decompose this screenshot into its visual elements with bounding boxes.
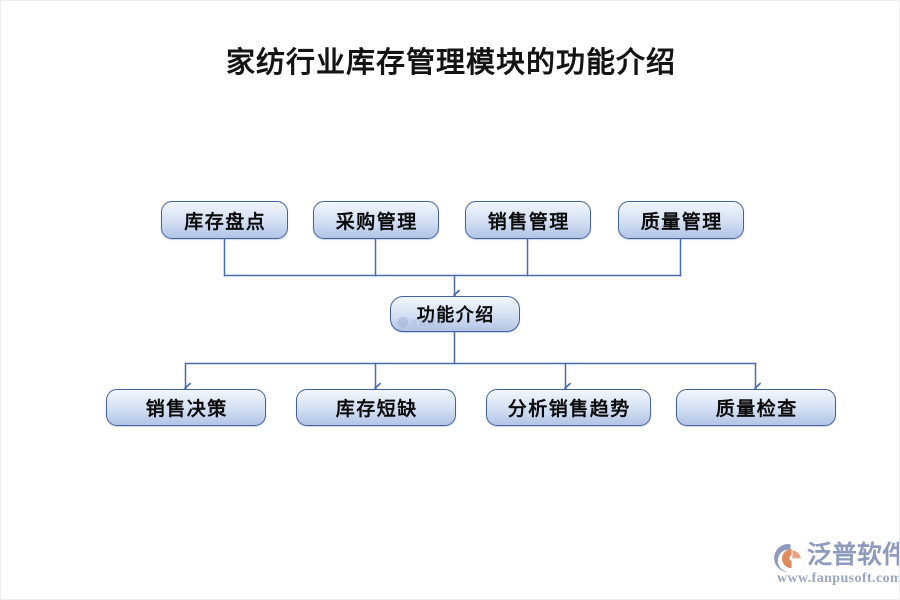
flow-node-label: 库存盘点 <box>184 211 267 233</box>
brand-name: 泛普软件 <box>807 541 900 569</box>
brand-url: www.fanpusoft.com <box>777 571 900 586</box>
flow-node-label: 质量管理 <box>640 211 723 233</box>
brand-watermark: 泛普软件 www.fanpusoft.com <box>773 539 899 595</box>
page-title: 家纺行业库存管理模块的功能介绍 <box>225 47 676 79</box>
flow-node-label: 质量检查 <box>715 399 798 420</box>
flow-node-output-3[interactable]: 分析销售趋势 <box>486 389 651 426</box>
flow-node-label: 分析销售趋势 <box>507 399 631 420</box>
flow-node-output-1[interactable]: 销售决策 <box>106 389 266 426</box>
flow-node-input-4[interactable]: 质量管理 <box>618 201 744 239</box>
flow-node-output-4[interactable]: 质量检查 <box>676 389 836 426</box>
flow-node-center[interactable]: 功能介绍 泛普软件 <box>390 296 520 332</box>
flow-node-label: 库存短缺 <box>335 399 418 420</box>
flow-node-label: 功能介绍 <box>416 305 495 325</box>
flow-node-label: 采购管理 <box>335 211 418 233</box>
flow-node-label: 销售决策 <box>145 399 228 420</box>
flow-node-output-2[interactable]: 库存短缺 <box>296 389 456 426</box>
flow-node-input-1[interactable]: 库存盘点 <box>161 201 288 239</box>
flow-node-label: 销售管理 <box>487 211 570 233</box>
flow-node-input-2[interactable]: 采购管理 <box>313 201 439 239</box>
fanpu-logo-icon <box>774 544 801 572</box>
flow-node-input-3[interactable]: 销售管理 <box>465 201 591 239</box>
